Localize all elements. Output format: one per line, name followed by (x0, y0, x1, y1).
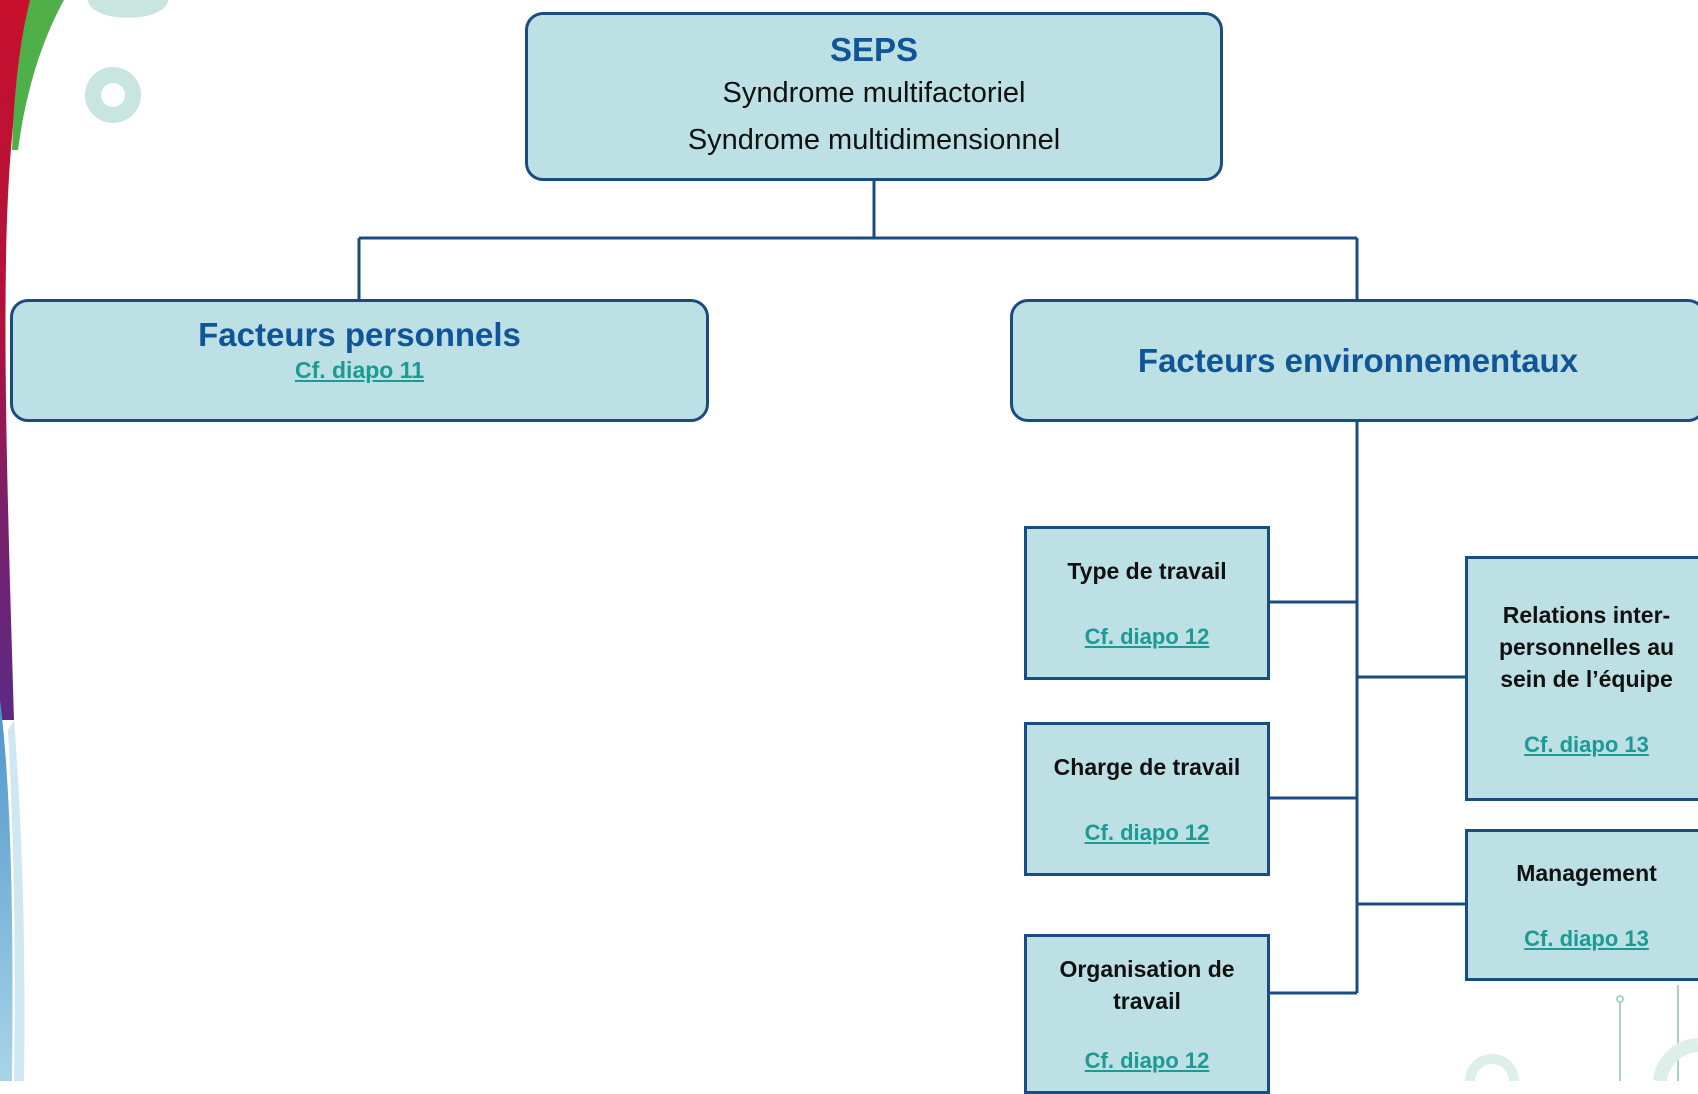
organisation-de-travail-title: Organisation de travail (1059, 956, 1235, 1014)
relations-interpersonnelles-link[interactable]: Cf. diapo 13 (1524, 731, 1649, 757)
charge-de-travail-node: Charge de travail Cf. diapo 12 (1024, 722, 1270, 876)
personal-factors-link[interactable]: Cf. diapo 11 (294, 356, 425, 383)
organisation-de-travail-node: Organisation de travail Cf. diapo 12 (1024, 934, 1270, 1094)
root-node: SEPS Syndrome multifactoriel Syndrome mu… (525, 12, 1223, 181)
root-subtitle-2: Syndrome multidimensionnel (687, 123, 1061, 156)
personal-factors-node: Facteurs personnels Cf. diapo 11 (10, 299, 709, 422)
management-link[interactable]: Cf. diapo 13 (1524, 926, 1649, 951)
type-de-travail-link[interactable]: Cf. diapo 12 (1084, 624, 1210, 649)
management-node: Management Cf. diapo 13 (1465, 829, 1698, 981)
type-de-travail-node: Type de travail Cf. diapo 12 (1024, 526, 1270, 680)
charge-de-travail-link[interactable]: Cf. diapo 12 (1084, 820, 1210, 845)
environmental-factors-node: Facteurs environnementaux (1010, 299, 1698, 422)
personal-factors-title: Facteurs personnels (198, 315, 521, 353)
management-title: Management (1516, 860, 1657, 886)
circuit-decoration (1465, 985, 1698, 1081)
relations-interpersonnelles-node: Relations inter-personnelles au sein de … (1465, 556, 1698, 801)
relations-interpersonnelles-title: Relations inter-personnelles au sein de … (1498, 601, 1675, 692)
top-circle-decoration (88, 0, 168, 18)
charge-de-travail-title: Charge de travail (1053, 754, 1241, 780)
left-ribbon-decoration (0, 0, 64, 1081)
type-de-travail-title: Type de travail (1067, 558, 1227, 584)
environmental-factors-title: Facteurs environnementaux (1137, 341, 1579, 379)
root-title: SEPS (829, 30, 919, 68)
root-subtitle-1: Syndrome multifactoriel (722, 76, 1026, 109)
organisation-de-travail-link[interactable]: Cf. diapo 12 (1084, 1048, 1210, 1073)
ring-decoration (85, 67, 141, 123)
